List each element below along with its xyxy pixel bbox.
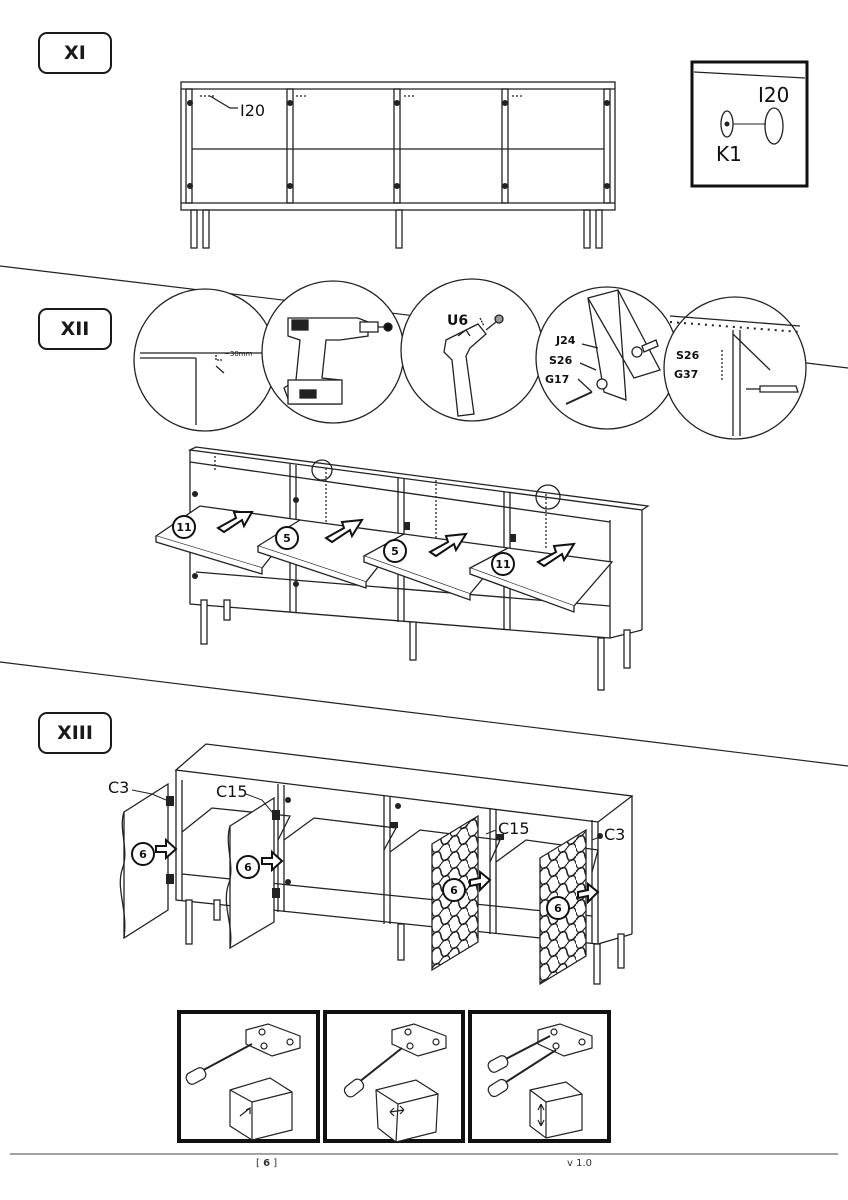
xiii-part-c3-left: C3 — [108, 778, 129, 797]
hinge-adjust-box-1 — [177, 1010, 320, 1143]
step-xii-cabinet — [187, 446, 650, 691]
step-xi-detail-box — [690, 60, 809, 188]
xii-count-2: 5 — [283, 532, 291, 545]
xi-callout-i20: I20 — [240, 101, 265, 120]
xii-part-u6: U6 — [447, 313, 468, 329]
xii-detail-circle-5 — [663, 296, 807, 440]
xii-part-s26: S26 — [549, 354, 573, 367]
xii-count-4: 11 — [495, 558, 510, 571]
xii-part-j24: J24 — [555, 334, 576, 347]
xii-detail-circle-2 — [261, 280, 405, 424]
step-xi-badge: XI — [38, 32, 112, 74]
footer-page-number: [ 6 ] — [256, 1158, 278, 1169]
xii-detail-circle-3 — [400, 278, 544, 422]
xiii-count-1: 6 — [139, 848, 147, 861]
step-xiii-badge: XIII — [38, 712, 112, 754]
xii-shelf-4 — [468, 547, 614, 613]
separator-line-2 — [0, 661, 848, 767]
xiii-count-4: 6 — [554, 902, 562, 915]
xiii-count-3: 6 — [450, 884, 458, 897]
xii-part-g17: G17 — [545, 373, 569, 386]
xii-count-1: 11 — [176, 521, 191, 534]
xii-part-g37: G37 — [674, 368, 698, 381]
xii-measure-label: ~30mm — [224, 350, 253, 358]
xii-detail-circle-1 — [133, 288, 277, 432]
xiii-part-c3-right: C3 — [604, 825, 625, 844]
xiii-part-c15-right: C15 — [498, 819, 530, 838]
xiii-leader-lines — [131, 789, 603, 841]
xii-part-s26b: S26 — [676, 349, 700, 362]
xii-count-circles — [172, 515, 515, 576]
xiii-part-c15-left: C15 — [216, 782, 248, 801]
xii-count-3: 5 — [391, 545, 399, 558]
xiii-count-2: 6 — [244, 861, 252, 874]
step-xii-badge: XII — [38, 308, 112, 350]
hinge-adjust-box-3 — [468, 1010, 611, 1143]
xiii-count-circles — [131, 842, 570, 920]
xiii-door-arrows — [155, 837, 600, 905]
xi-detail-i20: I20 — [758, 83, 789, 107]
page-number-value: 6 — [263, 1158, 271, 1169]
step-xi-cabinet — [180, 81, 616, 249]
step-xiii-label: XIII — [57, 722, 93, 744]
xii-detail-circle-4 — [535, 286, 679, 430]
step-xi-label: XI — [64, 42, 86, 64]
xii-insert-arrows — [216, 511, 576, 568]
footer-version: v 1.0 — [567, 1158, 592, 1169]
hinge-adjust-box-2 — [323, 1010, 465, 1143]
step-xii-label: XII — [60, 318, 90, 340]
xi-detail-k1: K1 — [716, 142, 742, 166]
